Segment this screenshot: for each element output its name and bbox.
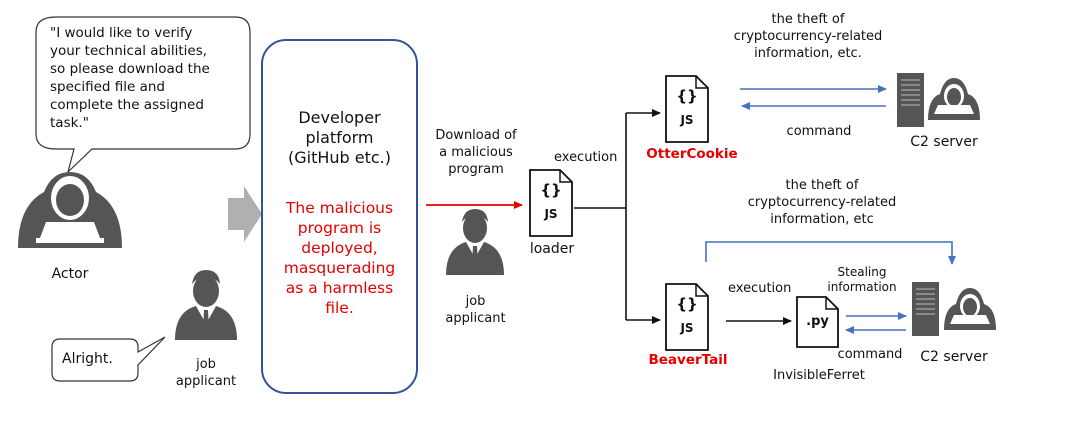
loader-icon-text: {} [540,181,562,199]
applicant-left-label: job applicant [175,357,237,389]
ottercookie-name: OtterCookie [646,146,738,162]
platform-title: Developer platform (GitHub etc.) [287,108,391,167]
c2-server-top-icon [897,73,980,127]
invisibleferret-icon-text: .py [806,314,829,329]
actor-figure-icon [18,172,122,248]
actor-speech-text: "I would like to verify your technical a… [50,25,210,131]
invisibleferret-stealing-label: Stealing information [827,265,897,294]
beavertail-icon-sub: JS [680,321,694,335]
loader-label: loader [529,241,575,257]
actor-speech-bubble [35,16,251,174]
applicant-mid-label: job applicant [445,294,506,326]
beavertail-name: BeaverTail [648,352,728,368]
loader-js-file-icon [529,169,573,237]
ottercookie-icon-text: {} [676,87,698,105]
actor-label: Actor [51,266,89,282]
c2-bottom-label: C2 server [920,349,988,365]
platform-description: The malicious program is deployed, masqu… [283,199,396,317]
beavertail-js-file-icon [665,283,709,351]
c2-top-label: C2 server [910,134,978,150]
execution-branch-connector [574,109,661,324]
beavertail-execution-label: execution [728,281,792,296]
developer-platform-box [261,39,418,394]
ottercookie-icon-sub: JS [680,113,694,127]
beavertail-theft-label: the theft of cryptocurrency-related info… [747,178,897,227]
invisibleferret-command-label: command [837,347,903,362]
applicant-left-figure-icon [175,270,237,340]
applicant-reply-bubble [51,336,166,382]
invisibleferret-py-file-icon [796,296,839,348]
download-label: Download of a malicious program [435,128,517,177]
applicant-reply-text: Alright. [62,351,113,367]
loader-icon-sub: JS [544,207,558,221]
ottercookie-js-file-icon [665,75,709,143]
invisibleferret-name: InvisibleFerret [773,368,865,383]
beavertail-icon-text: {} [676,295,698,313]
c2-server-bottom-icon [912,282,996,336]
loader-execution-label: execution [554,150,618,165]
ottercookie-command-label: command [786,124,852,139]
applicant-mid-figure-icon [446,209,504,275]
ottercookie-theft-label: the theft of cryptocurrency-related info… [733,12,883,61]
beavertail-theft-bracket [705,241,956,265]
gray-flow-arrow [228,186,262,242]
